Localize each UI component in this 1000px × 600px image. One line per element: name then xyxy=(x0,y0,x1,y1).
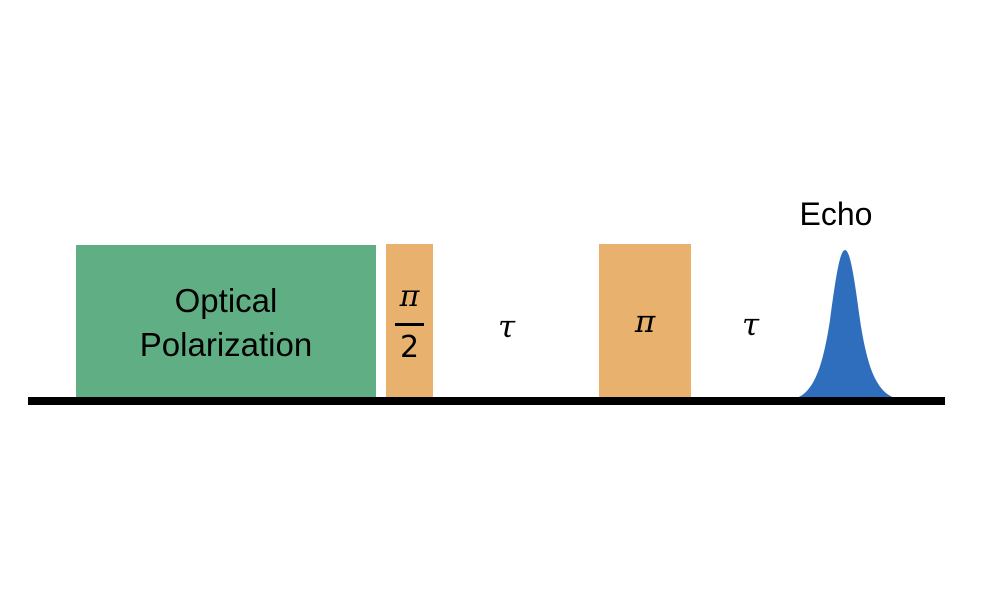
pi-pulse-label: π xyxy=(634,304,656,340)
timeline-baseline xyxy=(28,397,945,405)
pi-half-numerator: π xyxy=(399,279,420,314)
delay-tau-2: τ xyxy=(742,307,760,343)
pi-half-pulse-block xyxy=(386,244,433,400)
optical-polarization-label: Optical Polarization xyxy=(140,279,312,367)
echo-label: Echo xyxy=(799,196,873,232)
optical-label-line2: Polarization xyxy=(139,325,313,363)
pi-pulse-block: π xyxy=(599,244,691,400)
optical-label-line1: Optical xyxy=(174,281,278,319)
optical-polarization-block: Optical Polarization xyxy=(76,245,376,400)
fraction-bar xyxy=(395,323,424,326)
echo-pulse-shape xyxy=(788,250,904,400)
pi-half-denominator: 2 xyxy=(399,330,420,365)
delay-tau-1: τ xyxy=(498,309,516,345)
